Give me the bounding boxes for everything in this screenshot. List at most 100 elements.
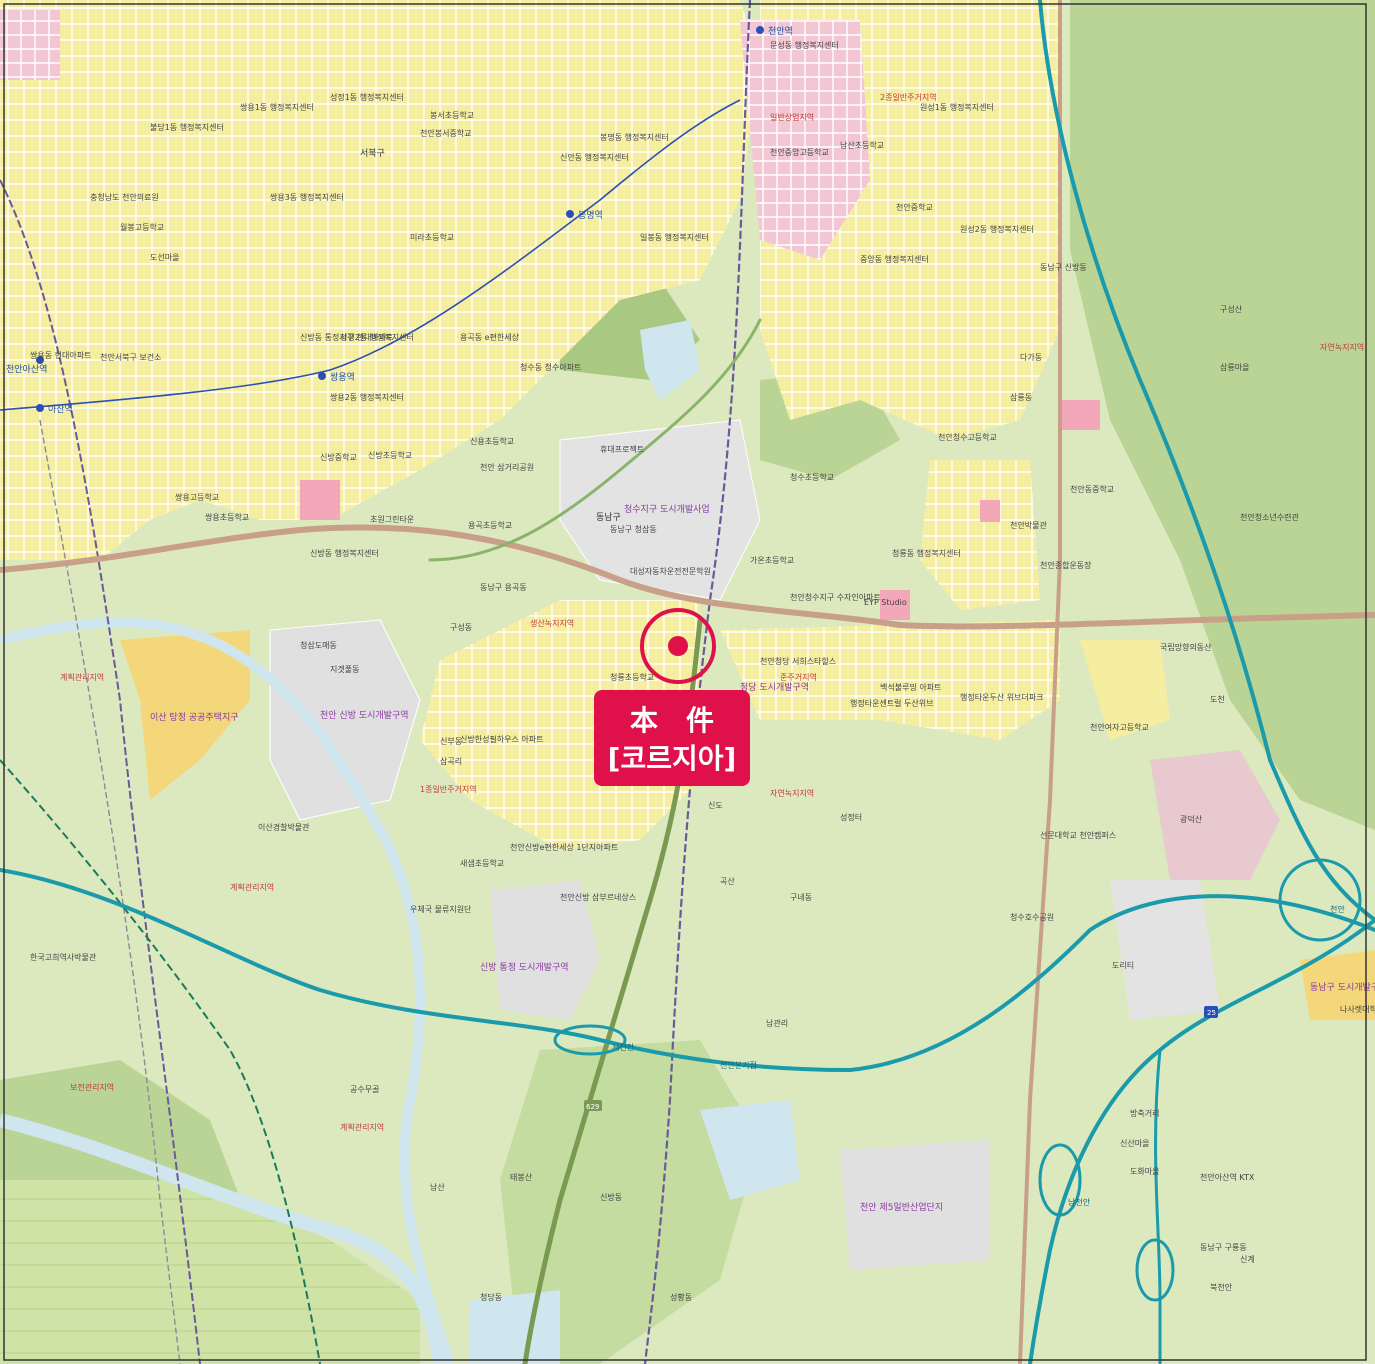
area-label: 용곡동 e편한세상 — [460, 332, 520, 342]
subject-label-box[interactable]: 本 件 [코르지아] — [594, 690, 750, 786]
area-label: 우체국 물류지원단 — [410, 904, 472, 914]
area-label: 청수호수공원 — [1010, 913, 1054, 922]
area-label: 도천 — [1210, 694, 1225, 704]
farm-field — [0, 1180, 420, 1364]
area-label: 대성자동차운전전문학원 — [630, 566, 711, 576]
area-label: 쌍용1동 행정복지센터 — [240, 102, 314, 112]
zone-label: 2종일반주거지역 — [880, 92, 937, 102]
area-label: 청룡동 행정복지센터 — [892, 548, 961, 558]
development-label: 천안 신방 도시개발구역 — [320, 710, 409, 721]
area-label: 한국고희역사박물관 — [30, 952, 97, 962]
subject-box — [594, 690, 750, 786]
area-label: 천안서북구 보건소 — [100, 352, 161, 362]
area-label: 천안종합운동장 — [1040, 560, 1092, 570]
target-dot-icon — [668, 636, 688, 656]
local-road-number: 629 — [586, 1103, 599, 1111]
development-layer — [120, 419, 1375, 1270]
district-label: 서북구 — [360, 148, 385, 159]
district-labels: 서북구 동남구 — [360, 148, 621, 523]
area-label: 삼룡동 — [1010, 392, 1032, 402]
area-label: 새샘초등학교 — [460, 858, 504, 868]
area-label: 청삼도매동 — [300, 640, 337, 650]
area-label: 구성동 — [450, 623, 472, 632]
area-label: 중앙동 행정복지센터 — [860, 254, 929, 264]
area-label: 쌍용초등학교 — [205, 512, 249, 522]
subject-title: 本 件 — [630, 704, 714, 737]
area-label: 봉명동 행정복지센터 — [600, 132, 669, 142]
area-label: 월봉고등학교 — [120, 222, 164, 232]
area-label: 공수무골 — [350, 1085, 379, 1094]
development-label: 이산 탕정 공공주택지구 — [150, 712, 239, 723]
area-label: 광덕산 — [1180, 814, 1203, 824]
area-label: 천안동중학교 — [1070, 484, 1114, 494]
area-label: 동남구 구룡동 — [1200, 1243, 1247, 1252]
area-label: 신산마을 — [1120, 1138, 1149, 1148]
commercial-layer — [0, 10, 1100, 620]
area-label: 초원그린타운 — [370, 514, 414, 524]
zone-label: 자연녹지지역 — [1320, 342, 1364, 352]
subway-line — [0, 99, 741, 411]
area-label: 청수초등학교 — [790, 472, 834, 482]
area-label: 쌍용고등학교 — [175, 492, 219, 502]
zone-label: 준주거지역 — [780, 672, 817, 682]
zone-label: 보전관리지역 — [70, 1082, 114, 1092]
station-label: 아산역 — [48, 404, 73, 415]
area-label: 신안동 행정복지센터 — [560, 152, 629, 162]
area-label: 신도 — [708, 801, 723, 810]
station-label: 봉명역 — [578, 210, 603, 221]
area-label: 신용초등학교 — [470, 436, 514, 446]
area-label: 성정2동 행정복지센터 — [340, 332, 414, 342]
area-label: 쌍용3동 행정복지센터 — [270, 192, 344, 202]
development-label: 청수지구 도시개발사업 — [624, 504, 710, 515]
area-label: 충청남도 천안의료원 — [90, 192, 159, 202]
area-label: 신방동 — [600, 1192, 622, 1202]
development-label: 동남구 도시개발구역 — [1310, 982, 1375, 993]
area-label: 천안봉서중학교 — [420, 128, 472, 138]
subject-marker[interactable] — [640, 608, 716, 684]
target-circle-icon — [640, 608, 716, 684]
area-label: 백석불루밍 아파트 — [880, 682, 941, 692]
area-label: 천안청수지구 수자인아파트 — [790, 592, 881, 602]
area-label: 천안신방e편한세상 1단지아파트 — [510, 842, 618, 852]
area-label: EYP Studio — [864, 598, 907, 607]
area-label: 국립망향의동산 — [1160, 642, 1212, 652]
area-label: 신방초등학교 — [368, 450, 412, 460]
area-label: 문성동 행정복지센터 — [770, 40, 839, 50]
area-label: 천안중학교 — [896, 202, 933, 212]
station-label: 천안아산역 — [6, 364, 47, 375]
area-label: 천안신방 삼부르네상스 — [560, 892, 636, 902]
area-label: 남관리 — [766, 1018, 788, 1028]
area-label: 천안청당 서희스타힐스 — [760, 656, 836, 666]
area-label: 가온초등학교 — [750, 555, 794, 565]
road-label: 남천안 — [1068, 1197, 1091, 1207]
area-label: 동남구 신방동 — [1040, 262, 1087, 272]
area-label: 다가동 — [1020, 353, 1042, 362]
area-label: 남산초등학교 — [840, 140, 884, 150]
area-label: 봉서초등학교 — [430, 110, 474, 120]
area-label: 청당동 — [480, 1292, 502, 1302]
area-label: 도화마을 — [1130, 1167, 1159, 1176]
area-label: 쌍용동 현대아파트 — [30, 350, 91, 360]
area-label: 신방한성필하우스 아파트 — [460, 734, 544, 744]
area-label: 천안중앙고등학교 — [770, 147, 829, 157]
area-label: 북천안 — [1210, 1282, 1233, 1292]
area-label: 곡산 — [720, 876, 735, 886]
map-frame — [3, 3, 1367, 1361]
area-label: 용곡초등학교 — [468, 520, 512, 530]
area-label: 천안여자고등학교 — [1090, 722, 1149, 732]
highway-number: 25 — [1207, 1009, 1216, 1017]
zone-label: 계획관리지역 — [340, 1122, 384, 1132]
area-label: 원성1동 행정복지센터 — [920, 102, 994, 112]
development-label: 청당 도시개발구역 — [740, 682, 809, 693]
area-label: 선문대학교 천안캠퍼스 — [1040, 830, 1116, 840]
area-label: 신방중학교 — [320, 452, 357, 462]
development-label: 천안 제5일반산업단지 — [860, 1202, 943, 1213]
area-label: 청수동 청수아파트 — [520, 362, 581, 372]
development-label: 신방 통정 도시개발구역 — [480, 962, 569, 973]
area-label: 일봉동 행정복지센터 — [640, 232, 709, 242]
zone-label: 계획관리지역 — [60, 672, 104, 682]
road-label: 천안 — [1330, 904, 1345, 914]
